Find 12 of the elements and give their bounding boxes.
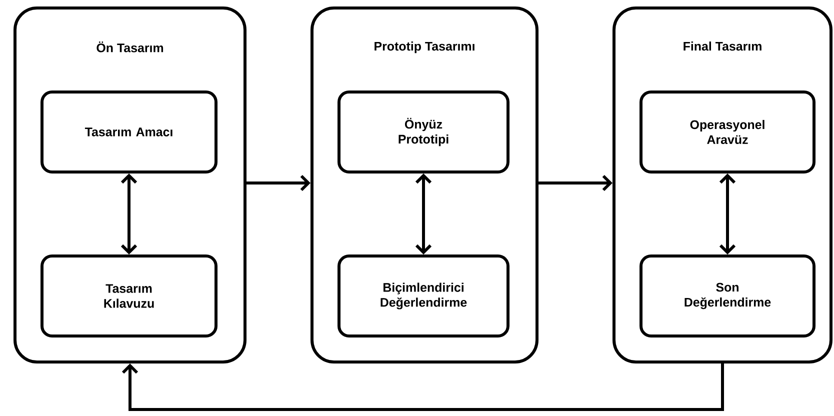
arrow [120,174,138,254]
step-box: Son Değerlendirme [640,254,816,338]
arrow [538,174,612,192]
step-box: Önyüz Prototipi [338,90,510,174]
step-box: Tasarım Kılavuzu [40,254,218,338]
step-box: Operasyonel Aravüz [640,90,816,174]
arrow [246,174,310,192]
arrow [415,174,432,254]
arrow [719,174,736,254]
step-box: Tasarım Amacı [40,90,218,174]
step-box: Biçimlendirici Değerlendirme [338,254,510,338]
arrow [122,364,724,411]
